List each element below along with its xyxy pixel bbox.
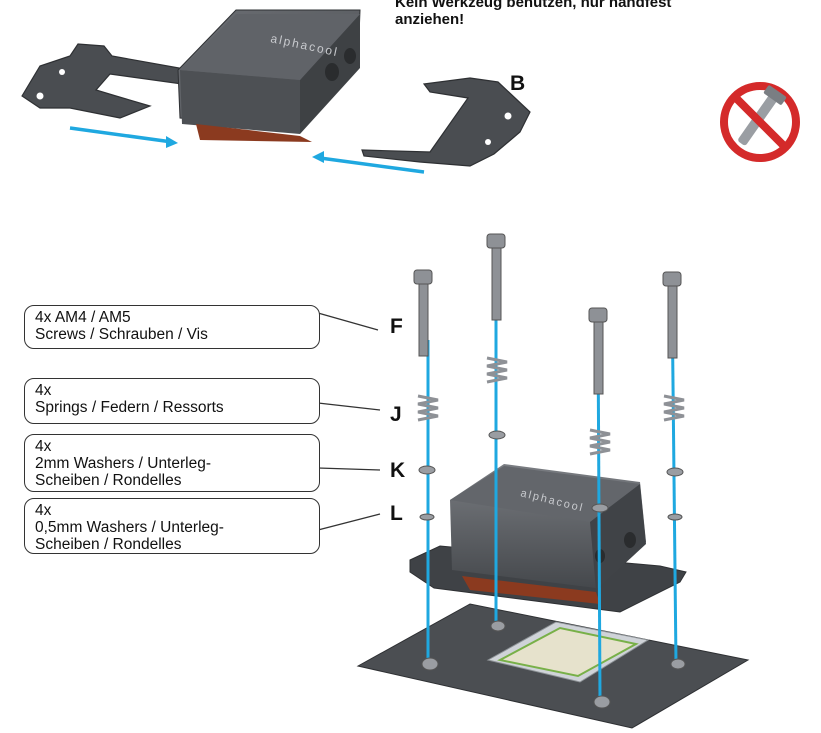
step-letter-f: F bbox=[390, 315, 403, 338]
callout-springs: 4x Springs / Federn / Ressorts bbox=[24, 378, 320, 424]
left-bracket bbox=[21, 43, 191, 119]
callout-line: 2mm Washers / Unterleg- bbox=[35, 455, 211, 472]
no-tool-prohibition-icon bbox=[720, 82, 800, 162]
step-letter-j: J bbox=[390, 403, 402, 426]
callout-washers-05mm: 4x 0,5mm Washers / Unterleg- Scheiben / … bbox=[24, 498, 320, 554]
callout-line: 4x AM4 / AM5 bbox=[35, 309, 131, 326]
instruction-text: Kein Werkzeug benutzen, nur handfest anz… bbox=[395, 0, 671, 28]
callout-line: 0,5mm Washers / Unterleg- bbox=[35, 519, 224, 536]
springs bbox=[417, 356, 685, 456]
step-letter-k: K bbox=[390, 459, 406, 482]
washers bbox=[418, 430, 686, 709]
callout-washers-2mm: 4x 2mm Washers / Unterleg- Scheiben / Ro… bbox=[24, 434, 320, 492]
right-bracket bbox=[361, 77, 531, 167]
instruction-line-2: anziehen! bbox=[395, 11, 465, 28]
step-letter-l: L bbox=[390, 502, 403, 525]
exploded-view: alphacool bbox=[317, 233, 750, 729]
callout-line: 4x bbox=[35, 382, 52, 399]
callout-leaders bbox=[317, 312, 381, 531]
callout-screws: 4x AM4 / AM5 Screws / Schrauben / Vis bbox=[24, 305, 320, 349]
callout-line: 4x bbox=[35, 502, 52, 519]
callout-line: Scheiben / Rondelles bbox=[35, 536, 182, 553]
callout-line: Screws / Schrauben / Vis bbox=[35, 326, 208, 343]
step-letter-b: B bbox=[510, 72, 526, 95]
top-bracket-step: alphacool bbox=[21, 9, 531, 174]
instruction-line-1: Kein Werkzeug benutzen, nur handfest bbox=[395, 0, 672, 11]
screws bbox=[413, 233, 682, 395]
callout-line: 4x bbox=[35, 438, 52, 455]
callout-line: Scheiben / Rondelles bbox=[35, 472, 182, 489]
callout-line: Springs / Federn / Ressorts bbox=[35, 399, 224, 416]
